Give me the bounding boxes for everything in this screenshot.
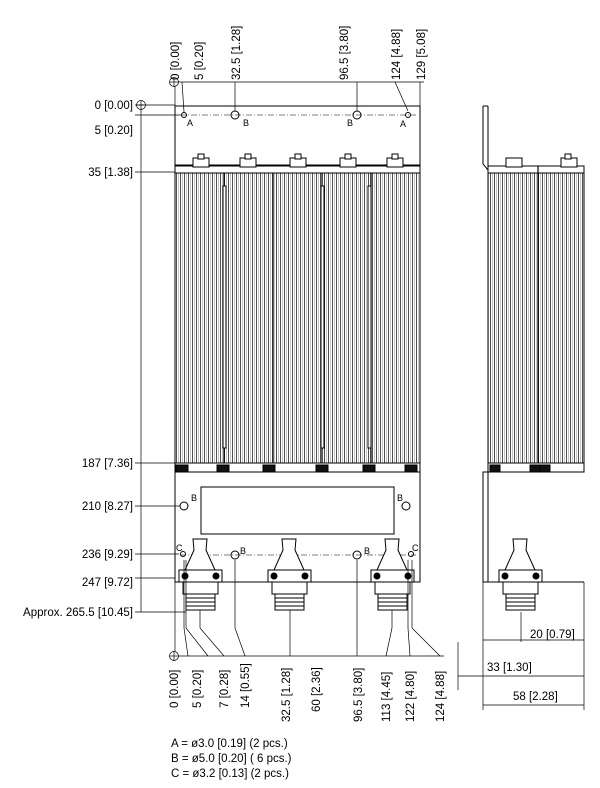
bottom-dimension-labels: 0 [0.00] 5 [0.20] 7 [0.28] 14 [0.55] 32.… (169, 663, 447, 722)
left-dim-5: 5 [0.20] (95, 125, 133, 137)
side-dimension-labels: 20 [0.79] 33 [1.30] 58 [2.28] (487, 629, 575, 703)
left-dim-210: 210 [8.27] (82, 501, 133, 513)
bottom-dim-32-5: 32.5 [1.28] (281, 668, 293, 722)
hole-legend: A = ø3.0 [0.19] (2 pcs.) B = ø5.0 [0.20]… (171, 737, 292, 782)
side-heatsink-body (487, 165, 585, 464)
bottom-dim-96-5: 96.5 [3.80] (353, 668, 365, 722)
bottom-dim-7: 7 [0.28] (219, 670, 231, 708)
bottom-dim-14: 14 [0.55] (240, 663, 252, 708)
hole-label-c-left: C (176, 543, 183, 553)
left-dim-247: 247 [9.72] (82, 577, 133, 589)
bottom-dim-60: 60 [2.36] (311, 667, 323, 712)
left-dim-187: 187 [7.36] (82, 458, 133, 470)
side-dim-33: 33 [1.30] (487, 662, 532, 674)
hole-label-a-right: A (400, 119, 406, 129)
connector-3 (370, 538, 415, 611)
bottom-dim-122: 122 [4.80] (405, 671, 417, 722)
hole-label-a-left: A (187, 118, 193, 128)
hole-label-b-left: B (243, 118, 249, 128)
left-dim-265-5: Approx. 265.5 [10.45] (23, 607, 133, 619)
dimension-lines (135, 77, 585, 710)
label-window (200, 486, 395, 535)
legend-item-c: C = ø3.2 [0.13] (2 pcs.) (171, 768, 289, 780)
top-dim-124: 124 [4.88] (391, 29, 403, 80)
hole-label-b-mid-left: B (191, 493, 197, 503)
hole-label-b-mid-right: B (397, 493, 403, 503)
left-dim-35: 35 [1.38] (88, 167, 133, 179)
front-view (174, 105, 421, 611)
left-dimension-labels: 0 [0.00] 5 [0.20] 35 [1.38] 187 [7.36] 2… (23, 100, 133, 619)
bottom-dim-5: 5 [0.20] (192, 670, 204, 708)
left-dim-236: 236 [9.29] (82, 549, 133, 561)
heatsink-body (174, 165, 421, 464)
bottom-dim-124: 124 [4.88] (435, 671, 447, 722)
hole-label-b-low-left: B (240, 546, 246, 556)
hole-labels: A B B A B B C B B C (176, 118, 419, 556)
hole-label-b-right: B (347, 118, 353, 128)
hole-label-c-right: C (412, 543, 419, 553)
top-dim-5: 5 [0.20] (194, 42, 206, 80)
legend-item-b: B = ø5.0 [0.20] ( 6 pcs.) (171, 753, 292, 765)
side-view (482, 105, 585, 611)
top-dimension-labels: 0 [0.00] 5 [0.20] 32.5 [1.28] 96.5 [3.80… (170, 26, 428, 80)
top-terminals (192, 153, 404, 168)
top-dim-129: 129 [5.08] (416, 29, 428, 80)
side-dim-20: 20 [0.79] (530, 629, 575, 641)
left-dim-0: 0 [0.00] (95, 100, 133, 112)
top-dim-0: 0 [0.00] (170, 42, 182, 80)
hole-label-b-low-right: B (364, 546, 370, 556)
side-dim-58: 58 [2.28] (513, 691, 558, 703)
connector-1 (178, 538, 223, 611)
bottom-dim-113: 113 [4.45] (381, 672, 393, 722)
connector-2 (267, 538, 312, 611)
legend-item-a: A = ø3.0 [0.19] (2 pcs.) (171, 738, 288, 750)
top-dim-32-5: 32.5 [1.28] (231, 26, 243, 80)
top-dim-96-5: 96.5 [3.80] (339, 26, 351, 80)
bottom-dim-0: 0 [0.00] (169, 670, 181, 708)
